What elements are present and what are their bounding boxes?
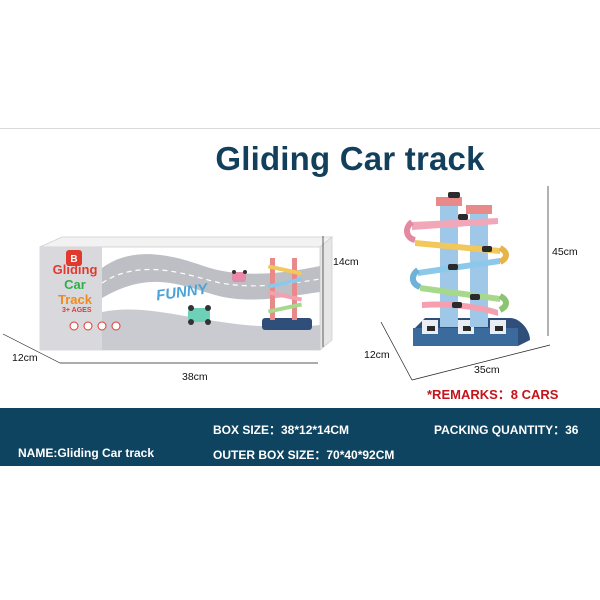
product-name: NAME:Gliding Car track	[18, 446, 155, 460]
product-box: B	[39, 236, 334, 351]
box-road	[102, 254, 320, 300]
box-dimension-lines	[2, 236, 324, 364]
box-top-face	[39, 236, 334, 248]
box-size: BOX SIZE：38*12*14CM	[213, 423, 350, 437]
feature-icons	[69, 321, 121, 331]
box-side-face	[319, 236, 333, 351]
info-banner: NAME:Gliding Car track BOX SIZE：38*12*14…	[0, 408, 600, 466]
box-brand-title: Gliding Car Track	[48, 262, 102, 307]
box-depth-dim: 12cm	[12, 352, 38, 364]
box-title-line-1: Gliding	[52, 262, 98, 277]
packing-quantity: PACKING QUANTITY：36	[434, 423, 579, 437]
box-road-bottom	[102, 309, 320, 350]
toy-track	[404, 192, 530, 346]
top-divider	[0, 128, 600, 129]
box-age-label: 3+ AGES	[62, 307, 92, 314]
svg-text:B: B	[70, 254, 77, 265]
outer-box-size: OUTER BOX SIZE：70*40*92CM	[213, 448, 395, 462]
box-car-icon	[232, 270, 247, 282]
remarks-text: *REMARKS：8 CARS	[427, 387, 559, 402]
toy-tower-left-cap	[436, 197, 462, 206]
toy-ramps	[404, 218, 509, 316]
box-track-image	[262, 258, 312, 330]
toy-cars	[448, 214, 492, 308]
toy-width-dim: 35cm	[474, 364, 500, 376]
box-title-line-3: Track	[58, 292, 92, 307]
toy-dimension-lines	[380, 186, 551, 381]
page-title: Gliding Car track	[215, 140, 485, 177]
box-title-line-2: Car	[64, 277, 86, 292]
brand-logo-icon	[66, 250, 82, 266]
toy-height-dim: 45cm	[552, 246, 578, 258]
box-width-dim: 38cm	[182, 371, 208, 383]
toy-depth-dim: 12cm	[364, 349, 390, 361]
toy-tower-right-cap	[466, 205, 492, 214]
box-height-dim: 14cm	[333, 256, 359, 268]
box-car-icon	[188, 305, 211, 325]
